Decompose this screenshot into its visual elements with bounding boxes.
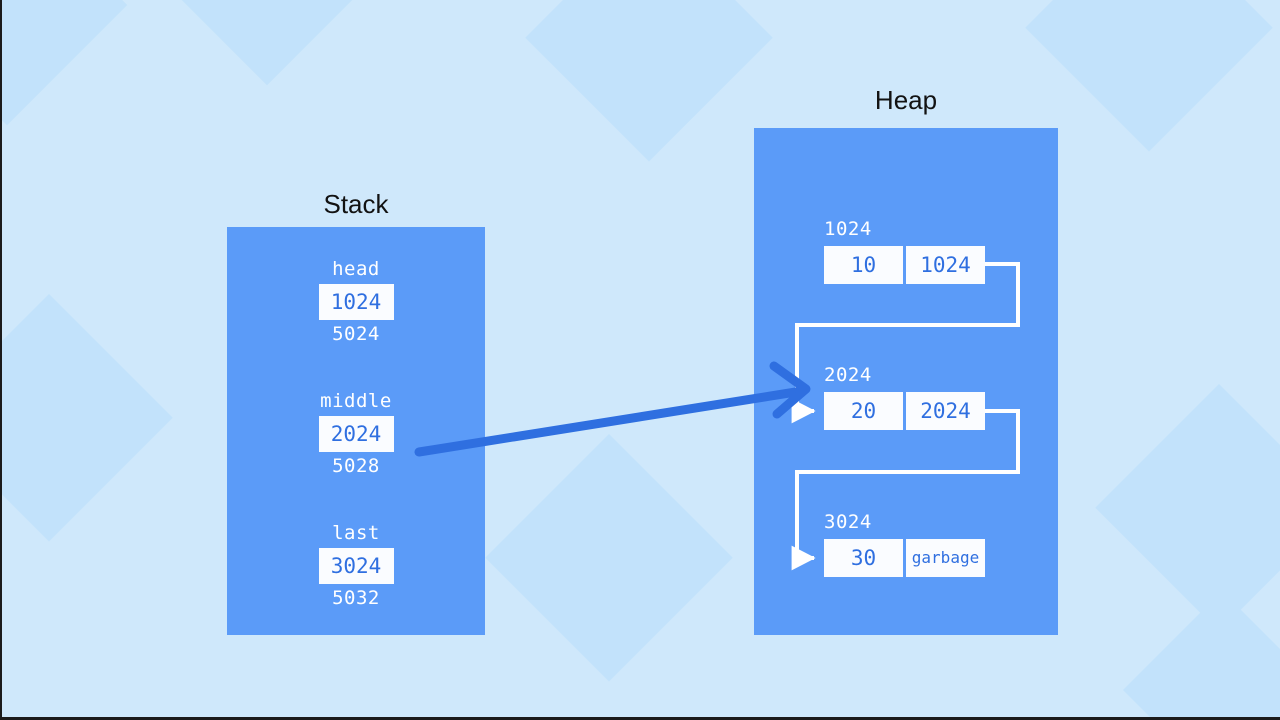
heap-node-address: 2024 [824, 364, 872, 386]
heap-node-next-pointer[interactable]: 1024 [906, 246, 985, 284]
stack-variable-address: 5028 [332, 455, 380, 477]
stack-variable-name: head [332, 258, 380, 280]
heap-node-address: 1024 [824, 218, 872, 240]
heap-title: Heap [874, 85, 938, 115]
stack-variable-value[interactable]: 1024 [318, 284, 394, 320]
stack-variable-value[interactable]: 2024 [318, 416, 394, 452]
stack-variable-middle[interactable]: middle 2024 5028 [227, 390, 485, 477]
heap-node-address: 3024 [824, 511, 872, 533]
stack-variable-last[interactable]: last 3024 5032 [227, 522, 485, 609]
stack-variable-address: 5024 [332, 323, 380, 345]
heap-node-next-pointer[interactable]: garbage [906, 539, 985, 577]
heap-node-value[interactable]: 30 [824, 539, 903, 577]
stack-variable-head[interactable]: head 1024 5024 [227, 258, 485, 345]
stack-variable-value[interactable]: 3024 [318, 548, 394, 584]
heap-node-value[interactable]: 10 [824, 246, 903, 284]
stack-variable-address: 5032 [332, 587, 380, 609]
heap-node-value[interactable]: 20 [824, 392, 903, 430]
heap-node-next-pointer[interactable]: 2024 [906, 392, 985, 430]
stack-title: Stack [323, 189, 389, 219]
stack-variable-name: last [332, 522, 380, 544]
stack-variable-name: middle [320, 390, 392, 412]
